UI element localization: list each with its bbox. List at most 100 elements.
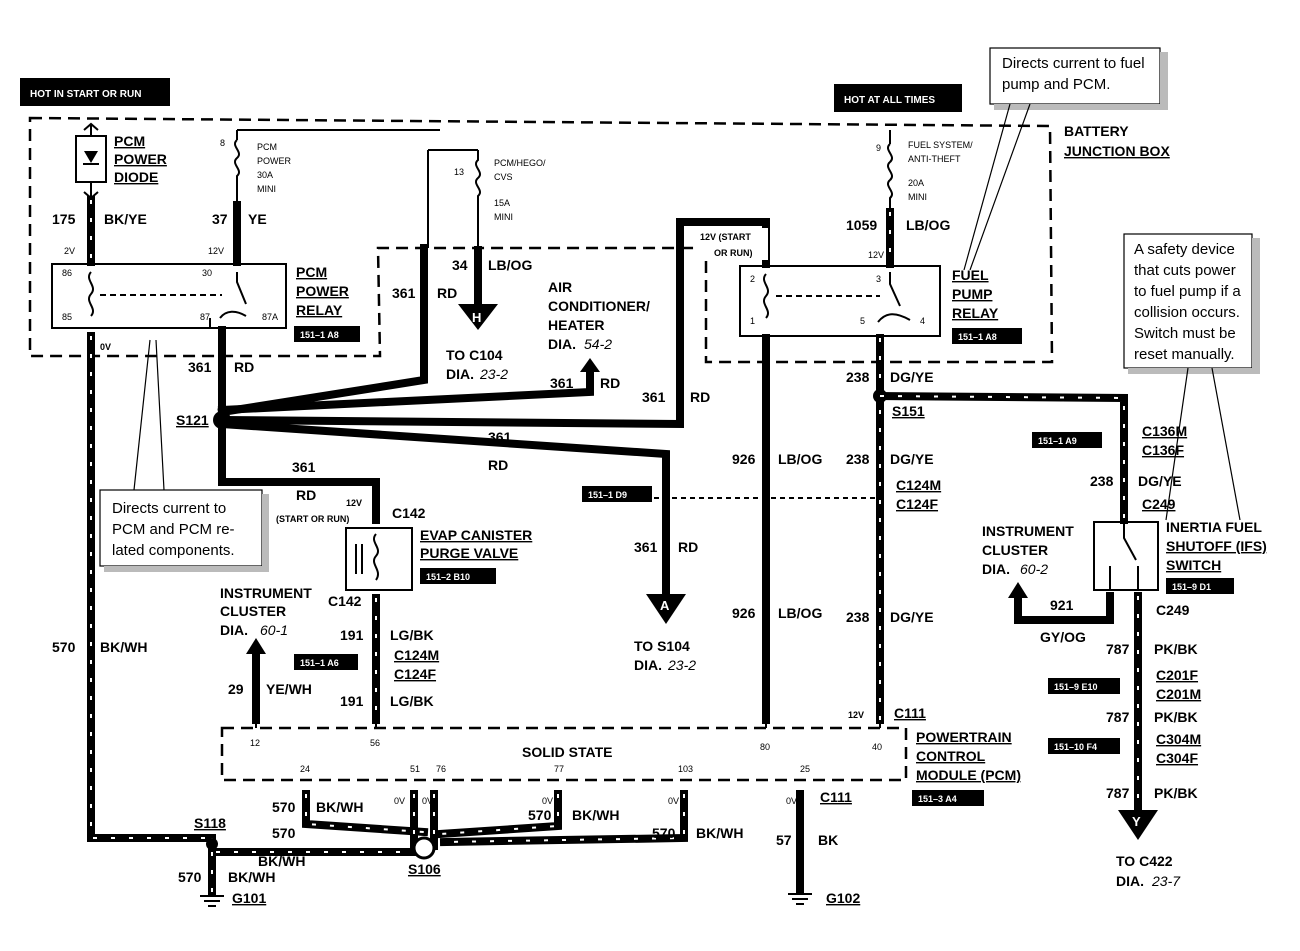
svg-text:TO C104: TO C104 xyxy=(446,347,503,363)
svg-text:YE/WH: YE/WH xyxy=(266,681,312,697)
svg-text:A: A xyxy=(660,598,670,613)
svg-text:CLUSTER: CLUSTER xyxy=(220,603,286,619)
svg-text:23-7: 23-7 xyxy=(1151,873,1181,889)
svg-text:361: 361 xyxy=(634,539,658,555)
svg-text:LB/OG: LB/OG xyxy=(906,217,950,233)
svg-text:DIA.: DIA. xyxy=(1116,873,1144,889)
svg-text:(START OR RUN): (START OR RUN) xyxy=(276,514,349,524)
svg-text:POWERTRAIN: POWERTRAIN xyxy=(916,729,1012,745)
svg-text:20A: 20A xyxy=(908,178,924,188)
svg-text:23-2: 23-2 xyxy=(667,657,696,673)
svg-text:DIA.: DIA. xyxy=(548,336,576,352)
svg-text:G102: G102 xyxy=(826,890,860,906)
svg-text:C124M: C124M xyxy=(394,647,439,663)
svg-text:collision occurs.: collision occurs. xyxy=(1134,304,1240,321)
svg-text:RD: RD xyxy=(234,359,254,375)
svg-text:G101: G101 xyxy=(232,890,266,906)
svg-text:2: 2 xyxy=(750,274,755,284)
svg-text:MINI: MINI xyxy=(257,184,276,194)
svg-text:INERTIA FUEL: INERTIA FUEL xyxy=(1166,519,1262,535)
diode-label-1: PCM xyxy=(114,133,145,149)
svg-text:BK/WH: BK/WH xyxy=(258,853,305,869)
svg-text:POWER: POWER xyxy=(257,156,292,166)
svg-text:0V: 0V xyxy=(422,796,433,806)
svg-text:pump and PCM.: pump and PCM. xyxy=(1002,76,1110,93)
svg-text:PK/BK: PK/BK xyxy=(1154,785,1198,801)
svg-text:C249: C249 xyxy=(1156,602,1190,618)
svg-text:12V: 12V xyxy=(848,710,864,720)
pcm-power-diode xyxy=(75,122,107,200)
svg-text:DIA.: DIA. xyxy=(982,561,1010,577)
svg-text:LG/BK: LG/BK xyxy=(390,627,434,643)
svg-text:34: 34 xyxy=(452,257,468,273)
svg-text:13: 13 xyxy=(454,167,464,177)
svg-text:TO S104: TO S104 xyxy=(634,638,690,654)
ground-g101-icon xyxy=(200,895,224,907)
tag-c304: 151–10 F4 xyxy=(1048,738,1120,754)
battery-junction-box-outline xyxy=(28,116,1054,364)
svg-text:23-2: 23-2 xyxy=(479,366,508,382)
svg-text:570: 570 xyxy=(272,825,296,841)
svg-text:RD: RD xyxy=(488,457,508,473)
svg-text:DG/YE: DG/YE xyxy=(1138,473,1182,489)
svg-text:570: 570 xyxy=(52,639,76,655)
svg-text:LB/OG: LB/OG xyxy=(778,451,822,467)
svg-text:85: 85 xyxy=(62,312,72,322)
tag-pcm-module: 151–3 A4 xyxy=(912,790,984,806)
svg-text:57: 57 xyxy=(776,832,792,848)
svg-text:GY/OG: GY/OG xyxy=(1040,629,1086,645)
svg-text:175: 175 xyxy=(52,211,76,227)
svg-text:LB/OG: LB/OG xyxy=(488,257,532,273)
svg-text:BK: BK xyxy=(818,832,838,848)
header-hot-all-times: HOT AT ALL TIMES xyxy=(834,84,962,112)
svg-text:INSTRUMENT: INSTRUMENT xyxy=(220,585,312,601)
tag-c136: 151–1 A9 xyxy=(1032,432,1102,448)
svg-text:56: 56 xyxy=(370,738,380,748)
svg-text:4: 4 xyxy=(920,316,925,326)
svg-text:C111: C111 xyxy=(894,705,926,721)
svg-text:361: 361 xyxy=(188,359,212,375)
wire-361-s104 xyxy=(217,419,670,600)
svg-text:238: 238 xyxy=(846,451,870,467)
svg-text:361: 361 xyxy=(642,389,666,405)
fuse-pcm-power-wire xyxy=(234,130,240,205)
svg-text:C201F: C201F xyxy=(1156,667,1198,683)
fuel-pump-relay xyxy=(739,265,941,337)
svg-text:87: 87 xyxy=(200,312,210,322)
svg-text:0V: 0V xyxy=(100,342,111,352)
svg-text:238: 238 xyxy=(1090,473,1114,489)
svg-text:40: 40 xyxy=(872,742,882,752)
svg-text:OR RUN): OR RUN) xyxy=(714,248,753,258)
svg-text:JUNCTION BOX: JUNCTION BOX xyxy=(1064,143,1170,159)
svg-text:238: 238 xyxy=(846,369,870,385)
svg-text:151–1 A8: 151–1 A8 xyxy=(300,330,339,340)
svg-text:30: 30 xyxy=(202,268,212,278)
svg-text:RELAY: RELAY xyxy=(952,305,999,321)
wire-361-evap xyxy=(218,420,380,524)
svg-text:12V (START: 12V (START xyxy=(700,232,751,242)
svg-text:PUMP: PUMP xyxy=(952,286,992,302)
svg-text:POWER: POWER xyxy=(296,283,349,299)
svg-text:15A: 15A xyxy=(494,198,510,208)
svg-text:151–2 B10: 151–2 B10 xyxy=(426,572,470,582)
svg-text:60-2: 60-2 xyxy=(1020,561,1048,577)
svg-text:12V: 12V xyxy=(346,498,362,508)
svg-text:RD: RD xyxy=(678,539,698,555)
callout-fuel-pump: Directs current to fuel pump and PCM. xyxy=(963,47,1168,271)
diode-label-3: DIODE xyxy=(114,169,158,185)
svg-text:S151: S151 xyxy=(892,403,925,419)
svg-text:PCM and PCM re-: PCM and PCM re- xyxy=(112,521,235,538)
svg-text:PURGE VALVE: PURGE VALVE xyxy=(420,545,518,561)
svg-text:FUEL: FUEL xyxy=(952,267,989,283)
svg-text:2V: 2V xyxy=(64,246,75,256)
svg-text:HOT IN START OR RUN: HOT IN START OR RUN xyxy=(30,89,141,100)
svg-text:MINI: MINI xyxy=(908,192,927,202)
inertia-fuel-shutoff-switch xyxy=(1093,521,1159,591)
pcm-module-box xyxy=(220,726,908,782)
svg-text:25: 25 xyxy=(800,764,810,774)
svg-text:DG/YE: DG/YE xyxy=(890,451,934,467)
svg-text:C304F: C304F xyxy=(1156,750,1198,766)
svg-text:PCM/HEGO/: PCM/HEGO/ xyxy=(494,158,546,168)
svg-text:BK/WH: BK/WH xyxy=(100,639,147,655)
